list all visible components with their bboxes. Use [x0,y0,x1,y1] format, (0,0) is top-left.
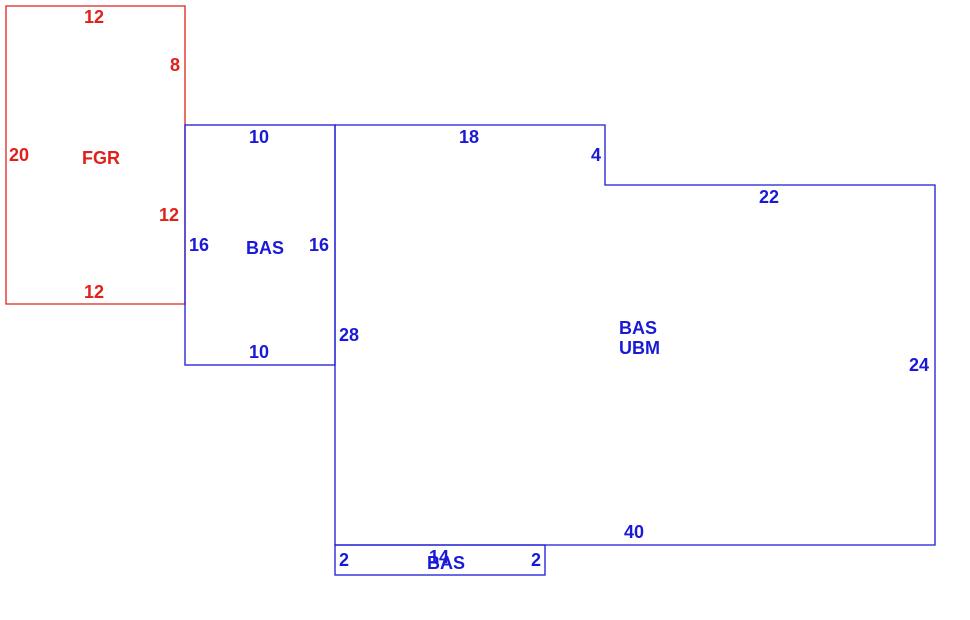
fgr-label: FGR [82,148,120,168]
bas-left-dim-top: 10 [249,127,269,147]
bas-main-dim-top: 18 [459,127,479,147]
bas-main-dim-bottom: 40 [624,522,644,542]
bas-main-label-line2: UBM [619,338,660,358]
bas-strip-dim-right: 2 [531,550,541,570]
bas-main-dim-notch: 4 [591,145,601,165]
fgr-dim-right-lower: 12 [159,205,179,225]
bas-strip-outline [334,544,546,576]
bas-left-dim-right: 16 [309,235,329,255]
fgr-dim-top: 12 [84,7,104,27]
fgr-dim-bottom: 12 [84,282,104,302]
fgr-dim-left: 20 [9,145,29,165]
bas-strip-dim-left: 2 [339,550,349,570]
bas-main-dim-left: 28 [339,325,359,345]
bas-main-dim-right: 24 [909,355,929,375]
bas-strip-label: BAS [427,553,465,573]
bas-left-dim-bottom: 10 [249,342,269,362]
bas-left-label: BAS [246,238,284,258]
bas-left-dim-left: 16 [189,235,209,255]
bas-main-dim-upper-right: 22 [759,187,779,207]
bas-strip-dim-top: 14 [429,547,449,567]
fgr-dim-right-upper: 8 [170,55,180,75]
bas-main-label-line1: BAS [619,318,657,338]
